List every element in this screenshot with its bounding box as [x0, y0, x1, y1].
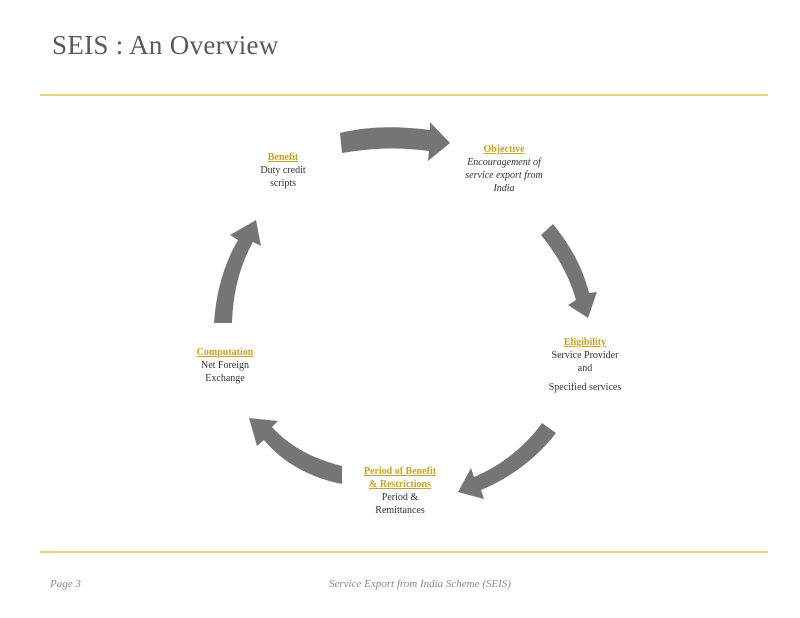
arrow-eligibility-to-period [458, 423, 556, 499]
node-benefit-text-1: Duty credit [260, 165, 306, 176]
node-period-heading-1: Period of Benefit [363, 466, 437, 477]
bottom-divider [40, 551, 768, 553]
page-number: Page 3 [50, 578, 81, 590]
node-benefit-heading: Benefit [267, 152, 299, 163]
node-objective-text-3: India [493, 183, 515, 194]
slide-title: SEIS : An Overview [52, 30, 279, 60]
node-eligibility-text-2: and [577, 363, 593, 374]
node-period: Period of Benefit & Restrictions Period … [335, 465, 465, 517]
node-benefit-text-2: scripts [269, 178, 297, 189]
node-objective-text-2: service export from [465, 170, 543, 181]
node-objective: Objective Encouragement of service expor… [440, 143, 568, 195]
arrow-benefit-to-objective [340, 122, 450, 161]
node-period-text-1: Period & [381, 492, 419, 503]
node-eligibility-heading: Eligibility [563, 337, 607, 348]
node-computation-text-1: Net Foreign [200, 360, 250, 371]
node-period-text-2: Remittances [375, 505, 425, 516]
node-computation: Computation Net Foreign Exchange [170, 346, 280, 385]
node-benefit: Benefit Duty credit scripts [228, 151, 338, 190]
node-period-heading-2: & Restrictions [369, 479, 431, 490]
node-computation-heading: Computation [196, 347, 254, 358]
footer-caption: Service Export from India Scheme (SEIS) [329, 578, 511, 590]
node-computation-text-2: Exchange [205, 373, 245, 384]
node-objective-text-1: Encouragement of [467, 157, 541, 168]
node-eligibility: Eligibility Service Provider and Specifi… [520, 336, 650, 394]
arrow-period-to-computation [249, 418, 342, 484]
arrow-computation-to-benefit [214, 220, 261, 323]
node-objective-heading: Objective [483, 144, 525, 155]
top-divider [40, 94, 768, 96]
arrow-objective-to-eligibility [541, 224, 597, 318]
node-eligibility-text-1: Service Provider [551, 350, 619, 361]
node-eligibility-text-3: Specified services [548, 382, 622, 393]
